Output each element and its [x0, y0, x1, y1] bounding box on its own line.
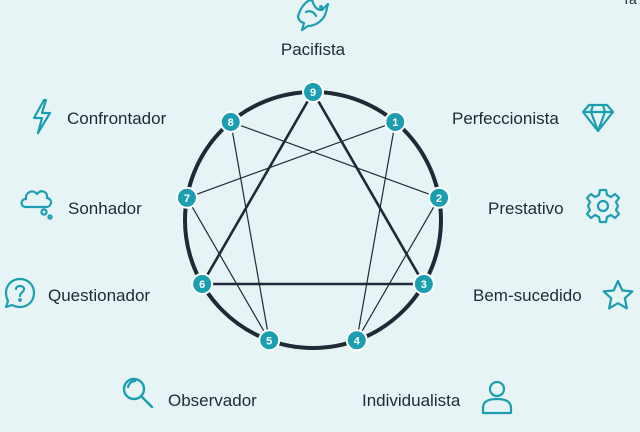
label-bem-sucedido: Bem-sucedido	[473, 286, 582, 305]
node-number-5: 5	[266, 335, 272, 347]
node-number-9: 9	[310, 87, 316, 99]
hexad-line-4-2	[356, 197, 440, 341]
node-circle-1	[384, 110, 407, 133]
label-questionador: Questionador	[48, 286, 150, 305]
node-circle-5	[258, 329, 281, 352]
label-confrontador: Confrontador	[67, 109, 167, 128]
hexad-line-5-7	[186, 197, 270, 341]
enneagram-circle	[183, 90, 443, 350]
node-4: 4	[345, 329, 368, 352]
node-number-3: 3	[421, 279, 427, 291]
node-8: 8	[219, 110, 242, 133]
person-icon	[481, 380, 513, 415]
hexad-line-8-5	[230, 121, 270, 341]
node-number-4: 4	[354, 335, 361, 347]
node-circle-2	[428, 186, 451, 209]
node-5: 5	[258, 329, 281, 352]
lightning-icon	[32, 98, 52, 135]
label-perfeccionista: Perfeccionista	[452, 109, 559, 128]
question-bubble-icon	[4, 277, 36, 309]
label-prestativo: Prestativo	[488, 199, 564, 218]
node-9: 9	[302, 81, 324, 103]
node-6: 6	[191, 273, 214, 295]
label-pacifista: Pacifista	[281, 40, 346, 59]
hexad-line-7-1	[186, 121, 396, 199]
magnifier-icon	[122, 377, 154, 409]
node-number-7: 7	[184, 193, 190, 205]
node-1: 1	[384, 110, 407, 133]
node-number-1: 1	[392, 117, 398, 129]
node-circle-4	[345, 329, 368, 352]
connection-lines	[186, 90, 440, 341]
node-number-6: 6	[199, 279, 205, 291]
node-7: 7	[175, 186, 198, 209]
label-observador: Observador	[168, 391, 257, 410]
node-circle-9	[302, 81, 324, 103]
triangle-line-9-3	[311, 90, 426, 286]
hexad-line-1-4	[356, 121, 396, 341]
diamond-icon	[581, 103, 615, 133]
node-circle-7	[175, 186, 198, 209]
node-3: 3	[412, 273, 435, 295]
node-circle-6	[191, 273, 214, 295]
hexad-line-2-8	[230, 121, 440, 199]
node-2: 2	[428, 186, 451, 209]
dove-icon	[296, 0, 330, 32]
label-individualista: Individualista	[362, 391, 461, 410]
node-number-2: 2	[436, 193, 442, 205]
gear-icon	[585, 188, 621, 224]
node-number-8: 8	[228, 117, 234, 129]
label-sonhador: Sonhador	[68, 199, 142, 218]
node-circle-8	[219, 110, 242, 133]
thought-cloud-icon	[20, 190, 53, 220]
node-circle-3	[412, 273, 435, 295]
triangle-line-6-9	[200, 90, 315, 286]
star-icon	[602, 279, 634, 310]
number-nodes: 9 1 2 3 4 5 6 7 8	[175, 81, 451, 352]
corner-text: Ta	[622, 0, 637, 7]
